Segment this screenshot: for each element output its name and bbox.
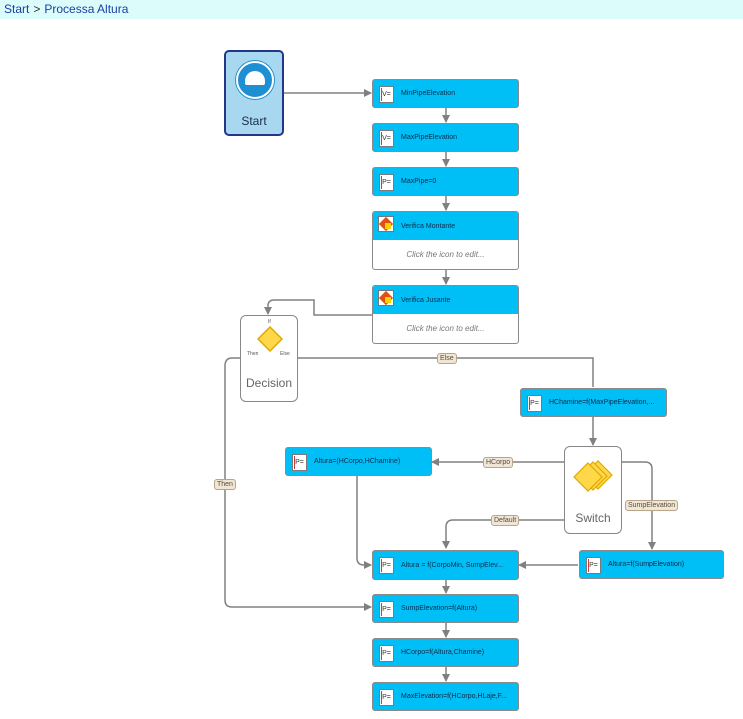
start-label: Start xyxy=(241,114,267,128)
node-label: MinPipeElevation xyxy=(401,90,456,97)
composite-header: Verifica Jusante xyxy=(373,286,518,314)
node-min-pipe-elevation[interactable]: V= MinPipeElevation xyxy=(372,79,519,108)
node-max-pipe-elevation[interactable]: V= MaxPipeElevation xyxy=(372,123,519,152)
process-icon[interactable]: P= xyxy=(527,395,542,412)
breadcrumb: Start>Processa Altura xyxy=(0,0,743,19)
edge-alturahcorpo-to-alturamin xyxy=(356,476,372,569)
process-icon[interactable]: P= xyxy=(292,454,307,471)
node-label: Altura=f(SumpElevation) xyxy=(608,561,685,568)
node-hchamine[interactable]: P= HChamine=f(MaxPipeElevation,... xyxy=(520,388,667,417)
edit-subflow-icon[interactable] xyxy=(378,290,394,306)
decision-port-else: Else xyxy=(280,351,290,357)
node-altura-min[interactable]: P= Altura = f(CorpoMin, SumpElev... xyxy=(372,550,519,580)
node-verifica-montante[interactable]: Verifica Montante Click the icon to edit… xyxy=(372,211,519,270)
process-icon[interactable]: P= xyxy=(379,174,394,191)
variable-icon[interactable]: V= xyxy=(379,86,394,103)
switch-node[interactable]: Switch xyxy=(564,446,622,534)
composite-header: Verifica Montante xyxy=(373,212,518,240)
process-icon[interactable]: P= xyxy=(379,689,394,706)
node-label: MaxPipeElevation xyxy=(401,134,458,141)
edge-label-default: Default xyxy=(491,515,520,526)
edit-hint: Click the icon to edit... xyxy=(406,323,485,333)
node-label: HCorpo=f(Altura,Chamine) xyxy=(401,649,485,656)
diamond-icon xyxy=(257,326,283,352)
edge-switch-sump xyxy=(622,461,656,550)
decision-port-if: If xyxy=(268,319,271,325)
stacked-diamonds-icon xyxy=(573,460,613,492)
node-altura-hcorpo[interactable]: P= Altura=(HCorpo,HChamine) xyxy=(285,447,432,476)
node-verifica-jusante[interactable]: Verifica Jusante Click the icon to edit.… xyxy=(372,285,519,344)
edge-label-else: Else xyxy=(437,353,457,364)
edge-decision-else xyxy=(298,357,594,387)
node-label: HChamine=f(MaxPipeElevation,... xyxy=(549,399,655,406)
node-label: Altura=(HCorpo,HChamine) xyxy=(314,458,401,465)
node-max-pipe-zero[interactable]: P= MaxPipe=0 xyxy=(372,167,519,196)
edge-jusante-to-decision xyxy=(264,299,372,316)
edge-label-sump: SumpElevation xyxy=(625,500,679,511)
node-label: MaxElevation=f(HCorpo,HLaje,F... xyxy=(401,693,508,700)
edge-label-then: Then xyxy=(214,479,236,490)
switch-label: Switch xyxy=(575,511,611,525)
edge-switch-default xyxy=(442,519,564,549)
node-altura-sump[interactable]: P= Altura=f(SumpElevation) xyxy=(579,550,724,579)
node-label: Verifica Montante xyxy=(401,222,456,230)
variable-icon[interactable]: V= xyxy=(379,130,394,147)
process-icon[interactable]: P= xyxy=(379,557,394,574)
decision-label: Decision xyxy=(245,376,293,390)
edit-hint: Click the icon to edit... xyxy=(406,249,485,259)
breadcrumb-current[interactable]: Processa Altura xyxy=(44,2,129,16)
breadcrumb-separator: > xyxy=(33,2,41,16)
decision-port-then: Then xyxy=(247,351,259,357)
edge-label-hcorpo: HCorpo xyxy=(483,457,514,468)
node-hcorpo[interactable]: P= HCorpo=f(Altura,Chamine) xyxy=(372,638,519,667)
process-icon[interactable]: P= xyxy=(586,557,601,574)
node-max-elevation[interactable]: P= MaxElevation=f(HCorpo,HLaje,F... xyxy=(372,682,519,711)
start-node[interactable]: Start xyxy=(224,50,284,136)
edit-subflow-icon[interactable] xyxy=(378,216,394,232)
node-label: SumpElevation=f(Altura) xyxy=(401,605,478,612)
process-icon[interactable]: P= xyxy=(379,645,394,662)
node-sump-elevation[interactable]: P= SumpElevation=f(Altura) xyxy=(372,594,519,623)
node-label: MaxPipe=0 xyxy=(401,178,437,185)
node-label: Verifica Jusante xyxy=(401,296,451,304)
decision-node[interactable]: If Then Else Decision xyxy=(240,315,298,402)
node-label: Altura = f(CorpoMin, SumpElev... xyxy=(401,561,503,569)
hard-hat-icon xyxy=(236,61,274,99)
breadcrumb-start-link[interactable]: Start xyxy=(4,2,30,16)
process-icon[interactable]: P= xyxy=(379,601,394,618)
